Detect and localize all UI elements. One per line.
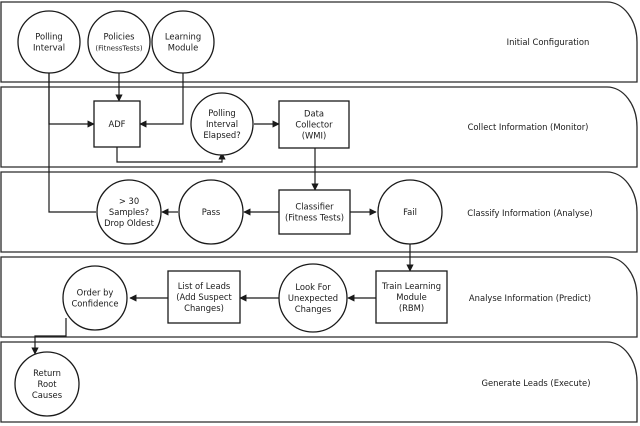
node-adf: ADF [93,100,141,148]
node-label: Pass [202,207,221,217]
node-box [93,100,141,148]
node-circle [190,92,254,156]
node-circle [62,265,128,331]
node-label: Look For [295,282,331,292]
lane-label: Initial Configuration [507,37,590,47]
node-label: ADF [109,119,126,129]
node-classifier: Classifier(Fitness Tests) [278,189,351,235]
edge-learning-module-to-adf [139,72,184,128]
node-label: Data [304,109,324,119]
edges [31,72,414,355]
lane-generate-leads: Generate Leads (Execute) [0,341,638,423]
node-label: Samples? [109,207,149,217]
node-label: (Fitness Tests) [285,213,344,223]
node-box [167,270,241,324]
node-label: List of Leads [178,281,231,291]
node-box [278,100,350,149]
node-circle [87,10,151,74]
node-circle [377,179,443,245]
node-label: Order by [77,288,114,298]
node-label: Unexpected [288,293,338,303]
node-label: (RBM) [399,303,424,313]
node-label: Module [396,292,426,302]
node-label: Elapsed? [203,130,240,140]
lane-label: Analyse Information (Predict) [469,293,591,303]
lane-label: Classify Information (Analyse) [467,208,592,218]
node-circle [178,179,244,245]
node-label: (WMI) [302,131,327,141]
node-pass: Pass [178,179,244,245]
node-label: Polling [208,108,235,118]
node-label: (FitnessTests) [95,45,142,53]
lane-label: Generate Leads (Execute) [482,378,591,388]
edge-adf-to-polling-elapsed [116,147,226,163]
node-label: Polling [35,32,62,42]
node-label: (Add Suspect [176,292,232,302]
node-label: Train Learning [381,281,441,291]
node-label: Interval [206,119,238,129]
nodes: PollingIntervalPolicies(FitnessTests)Lea… [14,10,448,417]
node-label: Causes [32,390,62,400]
lane-label: Collect Information (Monitor) [468,122,589,132]
node-label: > 30 [119,196,139,206]
node-label: Learning [165,32,201,42]
node-circle [151,10,215,74]
node-label: Module [168,43,198,53]
edge-order-confidence-to-return-causes [31,318,67,355]
node-box [278,189,351,235]
node-label: Root [38,379,58,389]
node-circle [14,351,80,417]
node-label: Classifier [295,202,334,212]
edge-samples-to-polling-interval [48,72,96,213]
node-label: Policies [104,32,135,42]
node-policies: Policies (FitnessTests) [87,10,151,74]
node-circle [96,179,162,245]
node-box [375,270,448,324]
node-label: Fail [403,207,417,217]
node-label: Return [33,368,61,378]
node-label: Changes [295,304,331,314]
node-label: Changes) [184,303,224,313]
node-fail: Fail [377,179,443,245]
node-label: Interval [33,43,65,53]
node-circle [17,10,81,74]
node-label: Drop Oldest [104,218,155,228]
node-label: Confidence [71,299,118,309]
node-label: Collector [295,120,333,130]
node-circle [278,263,348,333]
